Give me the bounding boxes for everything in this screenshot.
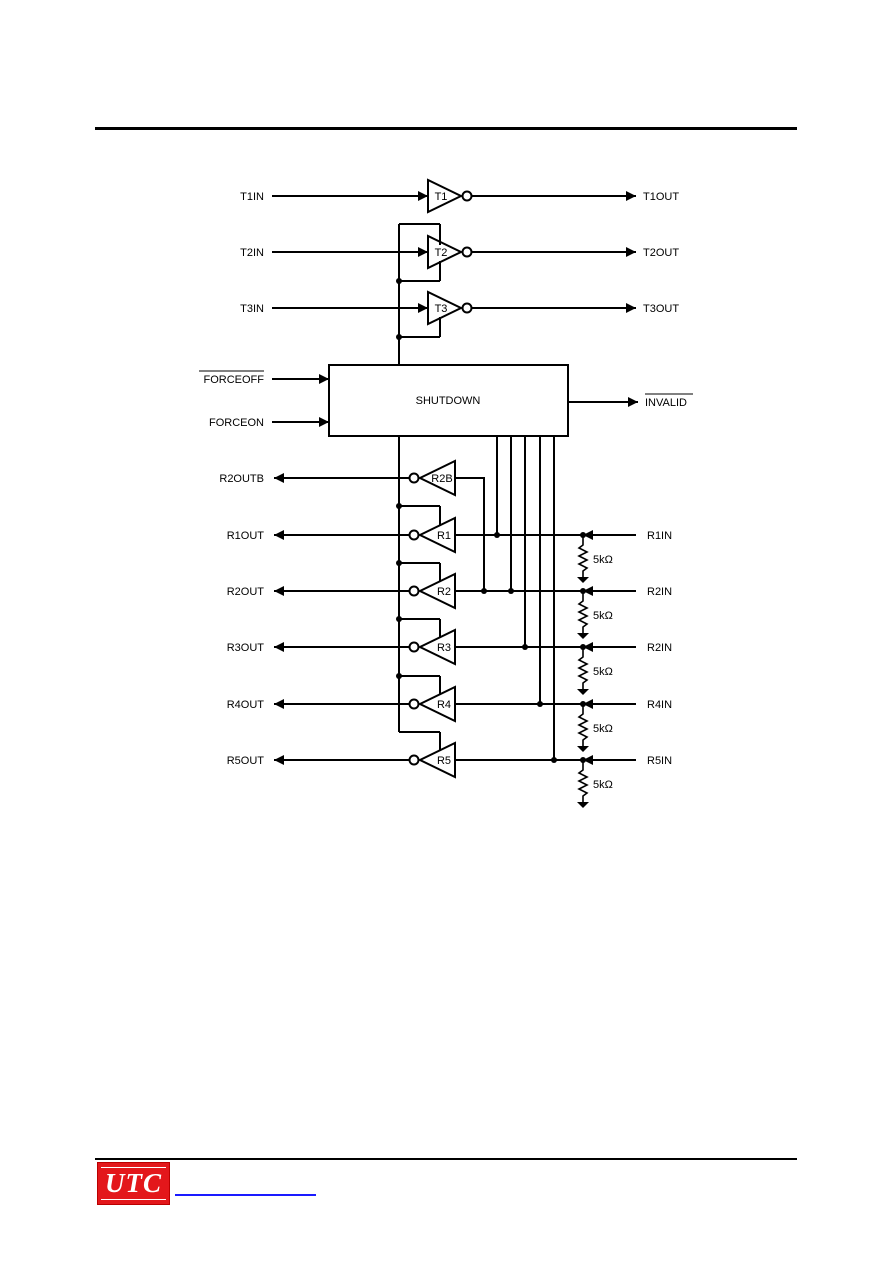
shutdown-block <box>328 364 569 437</box>
label-forceoff: FORCEOFF <box>204 374 265 386</box>
label-r3in: R2IN <box>647 642 672 654</box>
label-t2in: T2IN <box>240 247 264 259</box>
resistor-r4in <box>577 701 589 752</box>
label-invalid: INVALID <box>645 397 687 409</box>
resistor-r3in <box>577 644 589 695</box>
label-r4out: R4OUT <box>227 699 265 711</box>
label-t3out: T3OUT <box>643 303 679 315</box>
resistor-r1in <box>577 532 589 583</box>
label-r3out: R3OUT <box>227 642 265 654</box>
receiver-r1 <box>274 516 636 554</box>
receiver-enable-bus <box>396 436 441 751</box>
label-r2in: R2IN <box>647 586 672 598</box>
label-t2out: T2OUT <box>643 247 679 259</box>
label-r2b: R2B <box>431 473 452 485</box>
footer-rule <box>95 1158 797 1160</box>
receiver-r4 <box>274 685 636 723</box>
logo-text: UTC <box>105 1168 162 1198</box>
sense-lines <box>494 436 557 763</box>
transmitter-enable-bus <box>396 223 441 365</box>
label-r1in: R1IN <box>647 530 672 542</box>
receiver-r3 <box>274 628 636 666</box>
label-r4in: R4IN <box>647 699 672 711</box>
label-t1in: T1IN <box>240 191 264 203</box>
transmitter-t2 <box>272 234 636 270</box>
footer-link[interactable] <box>175 1194 316 1196</box>
label-resistor-1: 5kΩ <box>593 554 613 566</box>
utc-logo: UTC <box>97 1162 170 1205</box>
label-resistor-5: 5kΩ <box>593 779 613 791</box>
label-t2: T2 <box>435 247 448 259</box>
label-shutdown: SHUTDOWN <box>416 395 481 407</box>
label-resistor-4: 5kΩ <box>593 723 613 735</box>
label-r5out: R5OUT <box>227 755 265 767</box>
receiver-r5 <box>274 741 636 779</box>
label-r5in: R5IN <box>647 755 672 767</box>
label-t1: T1 <box>435 191 448 203</box>
label-r2: R2 <box>437 586 451 598</box>
transmitter-t3 <box>272 290 636 326</box>
resistor-r2in <box>577 588 589 639</box>
label-t1out: T1OUT <box>643 191 679 203</box>
label-resistor-2: 5kΩ <box>593 610 613 622</box>
label-r3: R3 <box>437 642 451 654</box>
resistor-r5in <box>577 757 589 808</box>
transmitter-t1 <box>272 178 636 214</box>
label-r2out: R2OUT <box>227 586 265 598</box>
label-t3in: T3IN <box>240 303 264 315</box>
label-resistor-3: 5kΩ <box>593 666 613 678</box>
header-rule <box>95 127 797 130</box>
receiver-r2 <box>274 572 636 610</box>
label-t3: T3 <box>435 303 448 315</box>
label-r1out: R1OUT <box>227 530 265 542</box>
label-r2outb: R2OUTB <box>219 473 264 485</box>
label-r1: R1 <box>437 530 451 542</box>
label-r4: R4 <box>437 699 451 711</box>
label-r5: R5 <box>437 755 451 767</box>
label-forceon: FORCEON <box>209 417 264 429</box>
